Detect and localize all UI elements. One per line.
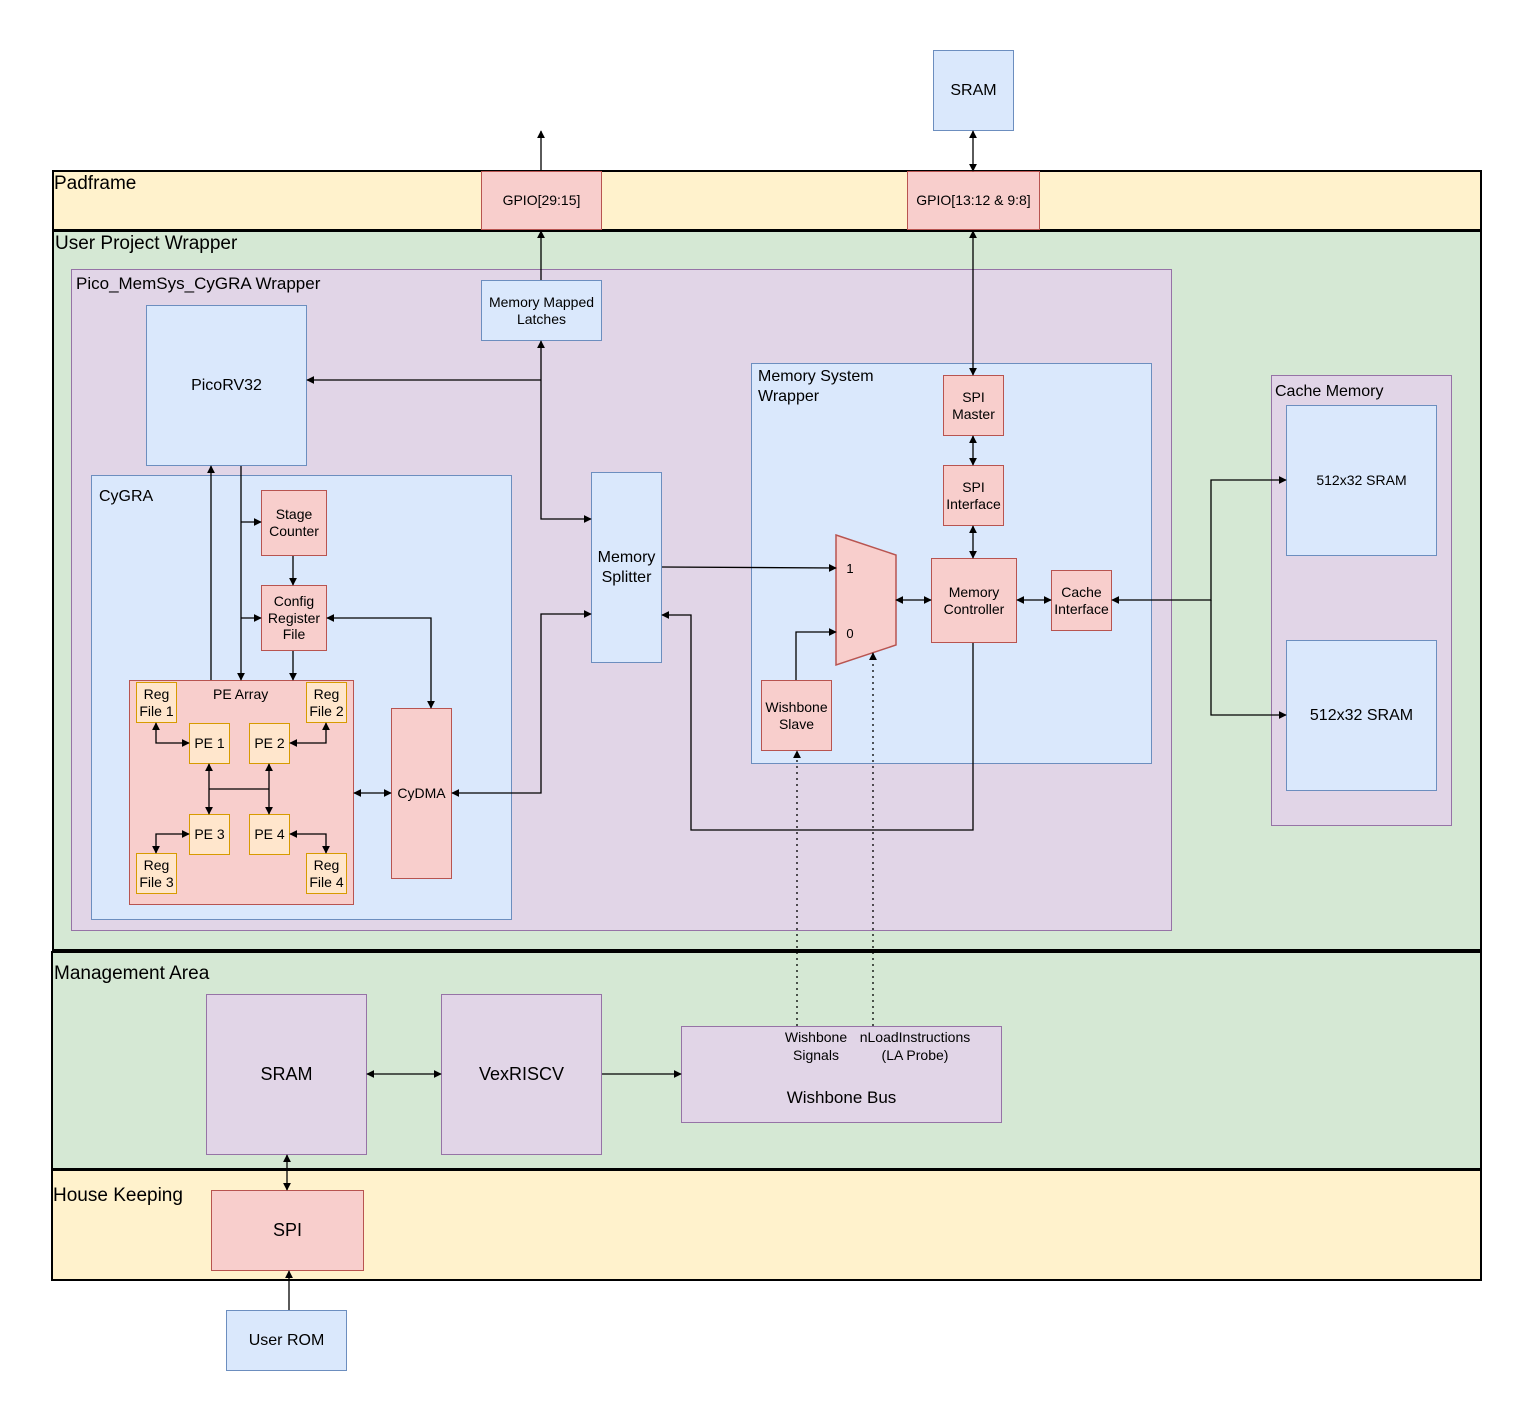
arrow-cacheif-sram-b: [1210, 600, 1287, 719]
reg-file-3-block: Reg File 3: [136, 853, 177, 894]
wishbone-signals-label: Wishbone Signals: [784, 1029, 848, 1063]
arrow-cacheif-sram-a: [1111, 476, 1287, 604]
mgmt-sram-block: SRAM: [206, 994, 367, 1155]
config-register-file-block: Config Register File: [261, 585, 327, 651]
arrow-config-cydma: [326, 614, 435, 709]
wishbone-slave-block: Wishbone Slave: [761, 680, 832, 751]
arrow-pe1-reg1: [152, 722, 190, 747]
management-area-label: Management Area: [54, 963, 210, 984]
arrow-wbslave-mux0: [795, 628, 837, 680]
nload-instructions-label: nLoadInstructions (LA Probe): [859, 1029, 971, 1063]
arrow-bus-splitter: [540, 380, 592, 523]
memory-system-wrapper-label: Memory System Wrapper: [758, 368, 874, 405]
sram-512x32-b-block: 512x32 SRAM: [1286, 640, 1437, 791]
arrow-pe4-reg4: [289, 830, 330, 854]
mux-shape: [835, 533, 897, 667]
mux-input-1-label: 1: [846, 561, 853, 576]
pe-1-block: PE 1: [189, 723, 230, 764]
stage-counter-block: Stage Counter: [261, 490, 327, 556]
house-keeping-label: House Keeping: [53, 1185, 183, 1206]
cache-interface-block: Cache Interface: [1051, 570, 1112, 631]
memory-controller-block: Memory Controller: [931, 558, 1017, 643]
arrow-pe2-reg2: [289, 722, 330, 747]
wishbone-bus-block: [681, 1026, 1002, 1123]
cygra-label: CyGRA: [99, 488, 154, 505]
mux-input-0-label: 0: [846, 626, 853, 641]
pico-wrapper-label: Pico_MemSys_CyGRA Wrapper: [76, 274, 321, 293]
sram-512x32-a-block: 512x32 SRAM: [1286, 405, 1437, 556]
memory-splitter-block: Memory Splitter: [591, 472, 662, 663]
user-rom-block: User ROM: [226, 1310, 347, 1371]
picorv32-block: PicoRV32: [146, 305, 307, 466]
wishbone-bus-label: Wishbone Bus: [786, 1088, 897, 1107]
padframe-label: Padframe: [54, 173, 137, 194]
sram-top-block: SRAM: [933, 50, 1014, 131]
spi-master-block: SPI Master: [943, 375, 1004, 436]
spi-interface-block: SPI Interface: [943, 465, 1004, 526]
gpio-29-15-block: GPIO[29:15]: [481, 171, 602, 230]
pe-array-label: PE Array: [213, 686, 269, 702]
arrow-pe3-reg3: [152, 830, 190, 854]
spi-block: SPI: [211, 1190, 364, 1271]
memory-mapped-latches-block: Memory Mapped Latches: [481, 280, 602, 341]
cache-memory-label: Cache Memory: [1275, 383, 1384, 400]
reg-file-1-block: Reg File 1: [136, 682, 177, 723]
arrow-memctrl-splitter: [661, 611, 974, 831]
user-project-wrapper-label: User Project Wrapper: [55, 233, 238, 254]
arrow-cydma-splitter: [451, 610, 592, 797]
arrow-splitter-mux1: [661, 563, 837, 572]
